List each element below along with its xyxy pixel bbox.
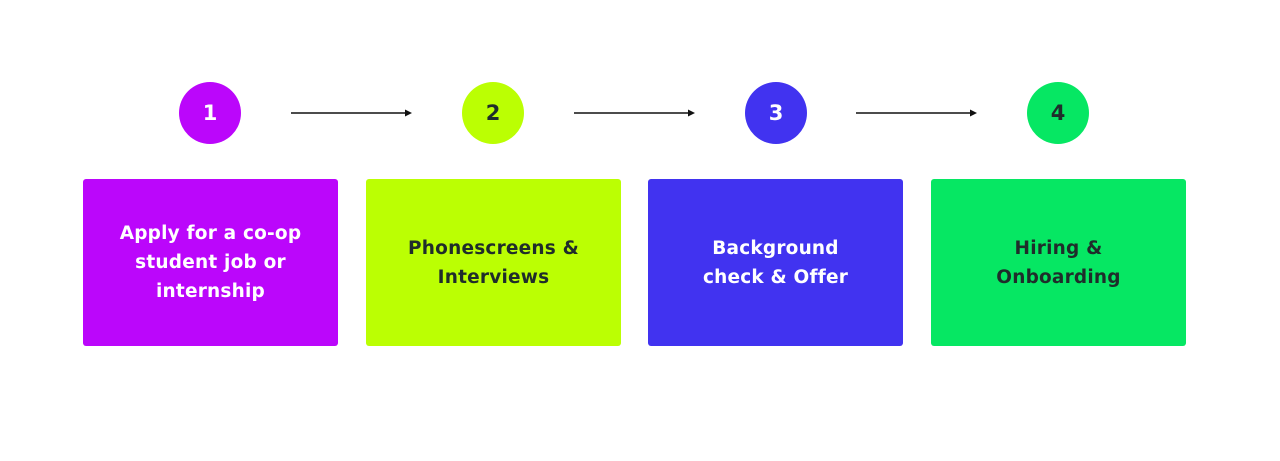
step-1-label: Apply for a co-op student job or interns… [119,223,302,302]
step-4-label: Hiring & Onboarding [996,237,1121,288]
arrow-right-icon [856,109,977,117]
step-4-number-badge: 4 [1027,82,1089,144]
step-4-card: Hiring & Onboarding [931,179,1186,346]
step-2-number-badge: 2 [462,82,524,144]
step-1-number-badge: 1 [179,82,241,144]
step-3-number-badge: 3 [745,82,807,144]
step-2-label: Phonescreens & Interviews [408,237,579,288]
step-3-label: Background check & Offer [702,237,849,288]
step-2-card: Phonescreens & Interviews [366,179,621,346]
arrow-right-icon [291,109,412,117]
arrow-right-icon [574,109,695,117]
step-1-card: Apply for a co-op student job or interns… [83,179,338,346]
step-3-card: Background check & Offer [648,179,903,346]
